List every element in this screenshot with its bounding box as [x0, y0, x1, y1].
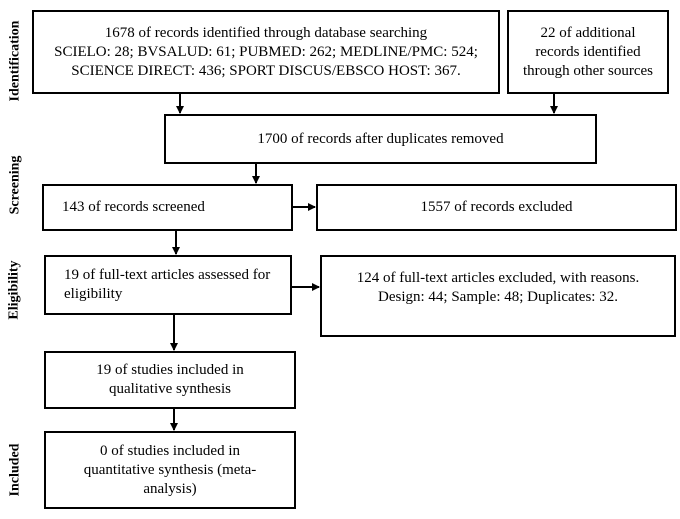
- database-sources-text-2: SCIENCE DIRECT: 436; SPORT DISCUS/EBSCO …: [71, 62, 461, 79]
- records-excluded-box: 1557 of records excluded: [316, 184, 677, 231]
- fulltext-excluded-box: 124 of full-text articles excluded, with…: [320, 255, 676, 337]
- records-screened-box: 143 of records screened: [42, 184, 293, 231]
- database-sources-text-1: SCIELO: 28; BVSALUD: 61; PUBMED: 262; ME…: [54, 43, 478, 60]
- qualitative-synthesis-box: 19 of studies included in qualitative sy…: [44, 351, 296, 409]
- quantitative-synthesis-box: 0 of studies included in quantitative sy…: [44, 431, 296, 509]
- fulltext-assessed-box: 19 of full-text articles assessed for el…: [44, 255, 292, 315]
- records-database-box: 1678 of records identified through datab…: [32, 10, 500, 94]
- records-after-duplicates-box: 1700 of records after duplicates removed: [164, 114, 597, 164]
- records-other-sources-box: 22 of additional records identified thro…: [507, 10, 669, 94]
- database-count-text: 1678 of records identified through datab…: [104, 24, 428, 41]
